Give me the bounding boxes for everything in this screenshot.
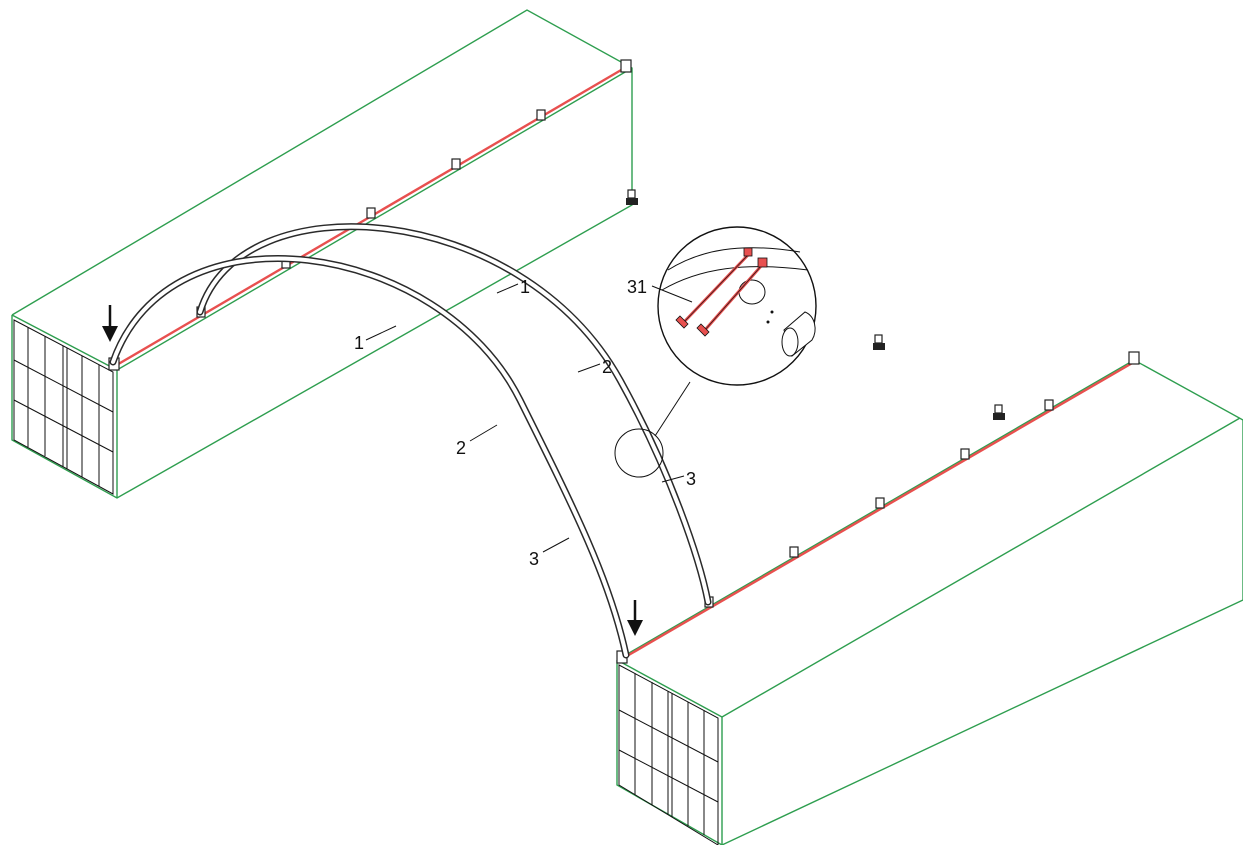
right-floor-foot-2 bbox=[993, 404, 1005, 420]
callout-detail-bolt: 31 bbox=[627, 277, 647, 297]
callout-rib-a-1: 1 bbox=[354, 333, 364, 353]
left-container bbox=[11, 9, 633, 499]
leader-rib-a-1 bbox=[365, 325, 397, 341]
leader-rib-a-3 bbox=[542, 537, 570, 553]
callout-rib-a-2: 2 bbox=[456, 438, 466, 458]
down-arrow-left-icon bbox=[102, 305, 118, 342]
left-container-doors bbox=[13, 319, 114, 495]
left-floor-foot bbox=[626, 189, 638, 205]
arch-rib-front bbox=[109, 254, 630, 659]
callout-rib-a-3: 3 bbox=[529, 549, 539, 569]
detail-callout bbox=[614, 226, 817, 478]
leader-rib-a-2 bbox=[469, 424, 498, 442]
down-arrow-right-icon bbox=[627, 600, 643, 636]
right-rail bbox=[619, 360, 1135, 662]
arch-rib-back bbox=[196, 223, 712, 606]
callout-rib-b-1: 1 bbox=[520, 277, 530, 297]
right-floor-foot-1 bbox=[873, 334, 885, 350]
leader-rib-b-3 bbox=[661, 475, 685, 483]
leader-rib-b-2 bbox=[577, 363, 601, 373]
right-container-doors bbox=[618, 664, 719, 845]
callout-rib-b-3: 3 bbox=[686, 469, 696, 489]
callout-rib-b-2: 2 bbox=[602, 357, 612, 377]
leader-rib-b-1 bbox=[496, 283, 519, 294]
